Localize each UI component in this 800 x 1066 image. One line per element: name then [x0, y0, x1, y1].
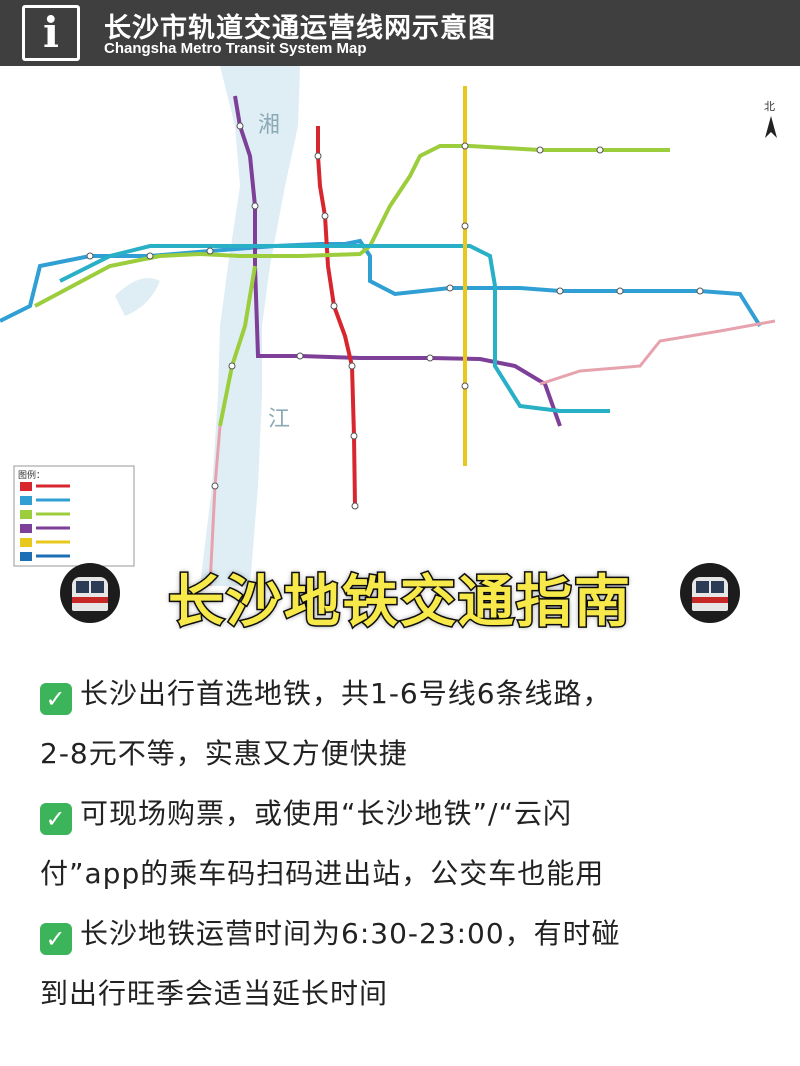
tip-item: ✓可现场购票，或使用“长沙地铁”/“云闪 付”app的乘车码扫码进出站，公交车也…: [40, 784, 780, 904]
tip-item: ✓长沙地铁运营时间为6:30-23:00，有时碰 到出行旺季会适当延长时间: [40, 904, 780, 1024]
tip-text: 到出行旺季会适当延长时间: [40, 977, 389, 1010]
tip-text: 长沙出行首选地铁，共1-6号线6条线路，: [80, 677, 612, 710]
guide-banner: 长沙地铁交通指南: [0, 555, 800, 645]
metro-train-icon: [680, 563, 740, 623]
tip-item: ✓长沙出行首选地铁，共1-6号线6条线路， 2-8元不等，实惠又方便快捷: [40, 664, 780, 784]
xiang-river: [200, 66, 300, 586]
metro-train-icon: [60, 563, 120, 623]
river-label-jiang: 江: [268, 407, 290, 432]
legend: 图例：: [13, 465, 135, 567]
line3-route-south: [218, 265, 257, 427]
page-title: 长沙市轨道交通运营线网示意图: [104, 13, 496, 44]
line3-route: [34, 144, 670, 308]
maglev-route: [539, 319, 776, 386]
tip-text: 付”app的乘车码扫码进出站，公交车也能用: [40, 857, 605, 890]
metro-map: 湘 江 北: [0, 66, 800, 586]
river-label-xiang: 湘: [258, 113, 280, 138]
header-bar: i 长沙市轨道交通运营线网示意图 Changsha Metro Transit …: [0, 0, 800, 66]
tip-text: 2-8元不等，实惠又方便快捷: [40, 737, 408, 770]
svg-text:图例：: 图例：: [18, 469, 45, 481]
station-markers: [86, 122, 704, 510]
line1-route: [316, 126, 357, 507]
tip-text: 可现场购票，或使用“长沙地铁”/“云闪: [80, 797, 572, 830]
tip-text: 长沙地铁运营时间为6:30-23:00，有时碰: [80, 917, 621, 950]
metro-map-svg: 湘 江 北: [0, 66, 777, 586]
info-icon: i: [22, 5, 80, 61]
line6-route: [59, 244, 610, 413]
check-icon: ✓: [40, 803, 72, 835]
banner-title: 长沙地铁交通指南: [167, 569, 632, 637]
check-icon: ✓: [40, 683, 72, 715]
page-subtitle: Changsha Metro Transit System Map: [104, 40, 367, 57]
lake: [115, 278, 160, 316]
compass-icon: 北: [764, 100, 777, 138]
check-icon: ✓: [40, 923, 72, 955]
svg-text:北: 北: [764, 100, 775, 113]
planned-route: [208, 425, 222, 586]
